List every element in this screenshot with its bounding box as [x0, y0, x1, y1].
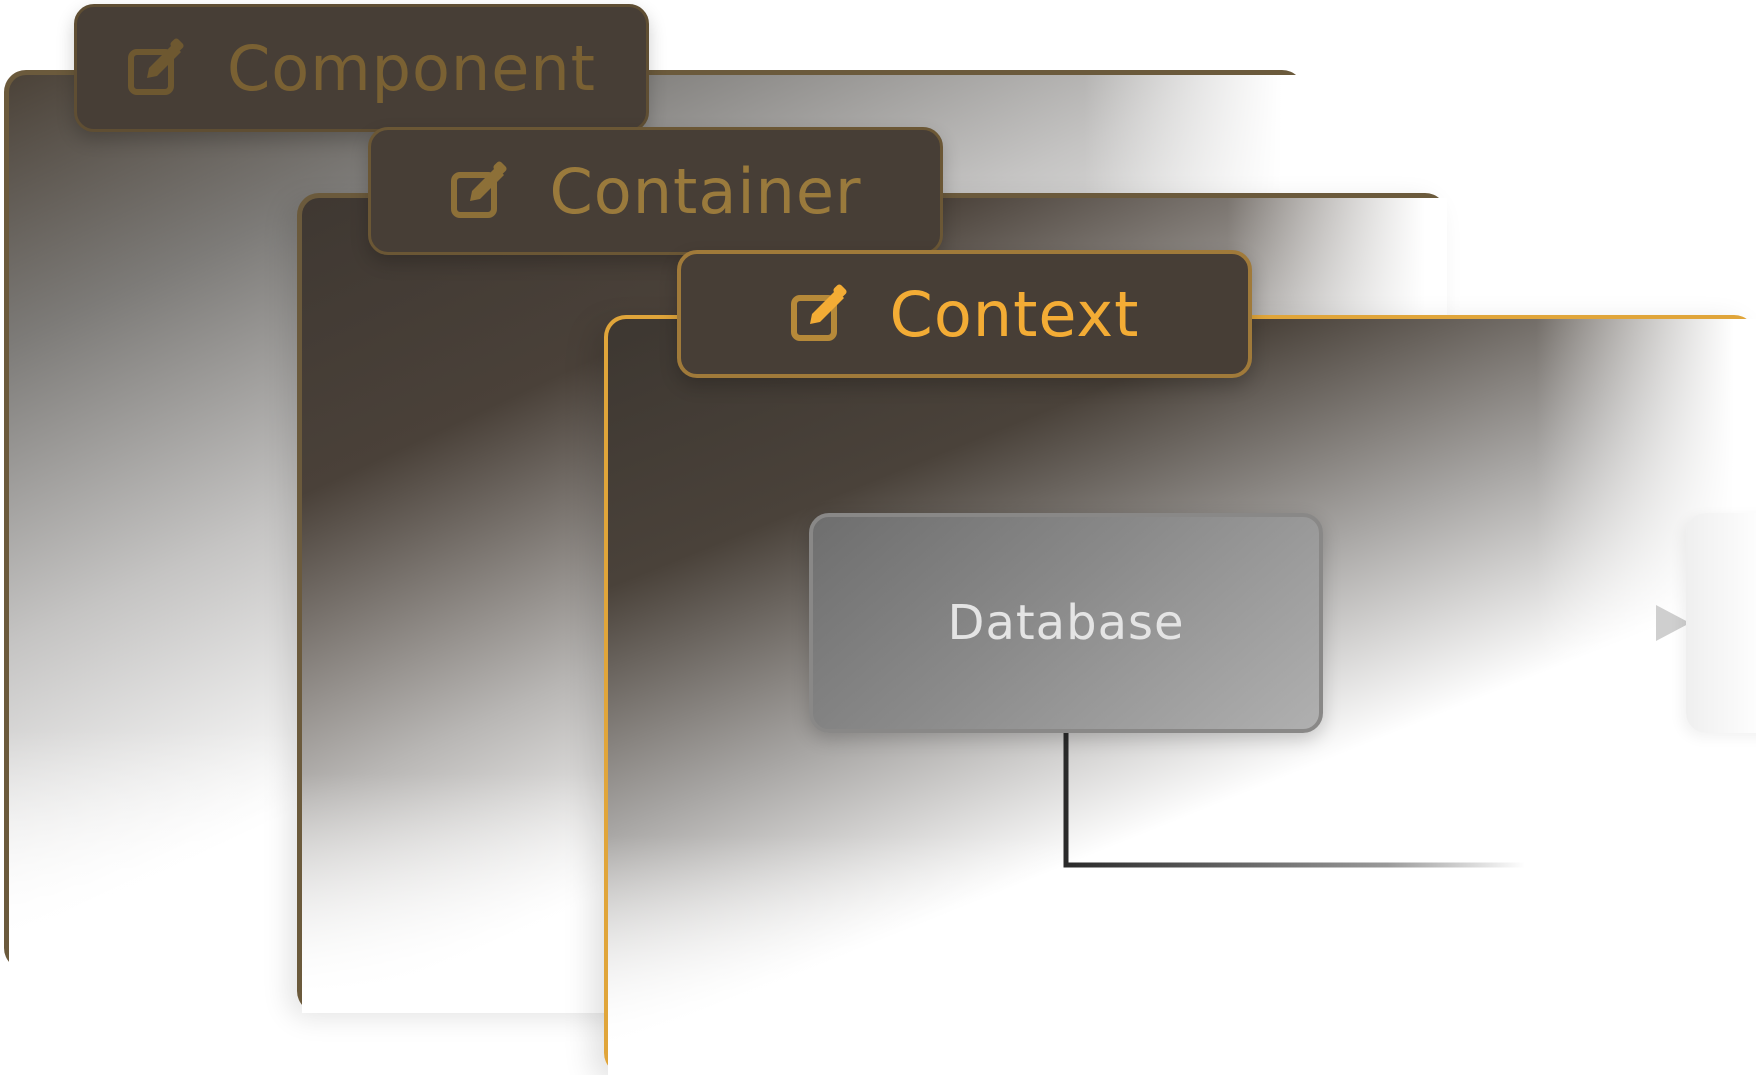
edit-icon[interactable]: [450, 161, 510, 221]
tab-container[interactable]: Container: [368, 127, 943, 255]
tab-label: Component: [227, 31, 596, 105]
database-node[interactable]: Database: [809, 513, 1323, 733]
tab-label: Context: [889, 277, 1140, 351]
frame-fade: [608, 835, 1756, 1075]
edit-icon[interactable]: [127, 38, 187, 98]
offscreen-node: [1686, 513, 1756, 733]
tab-label: Container: [549, 154, 862, 228]
tab-context[interactable]: Context: [677, 250, 1252, 378]
tab-component[interactable]: Component: [74, 4, 649, 132]
database-label: Database: [947, 595, 1185, 651]
edit-icon[interactable]: [790, 284, 850, 344]
